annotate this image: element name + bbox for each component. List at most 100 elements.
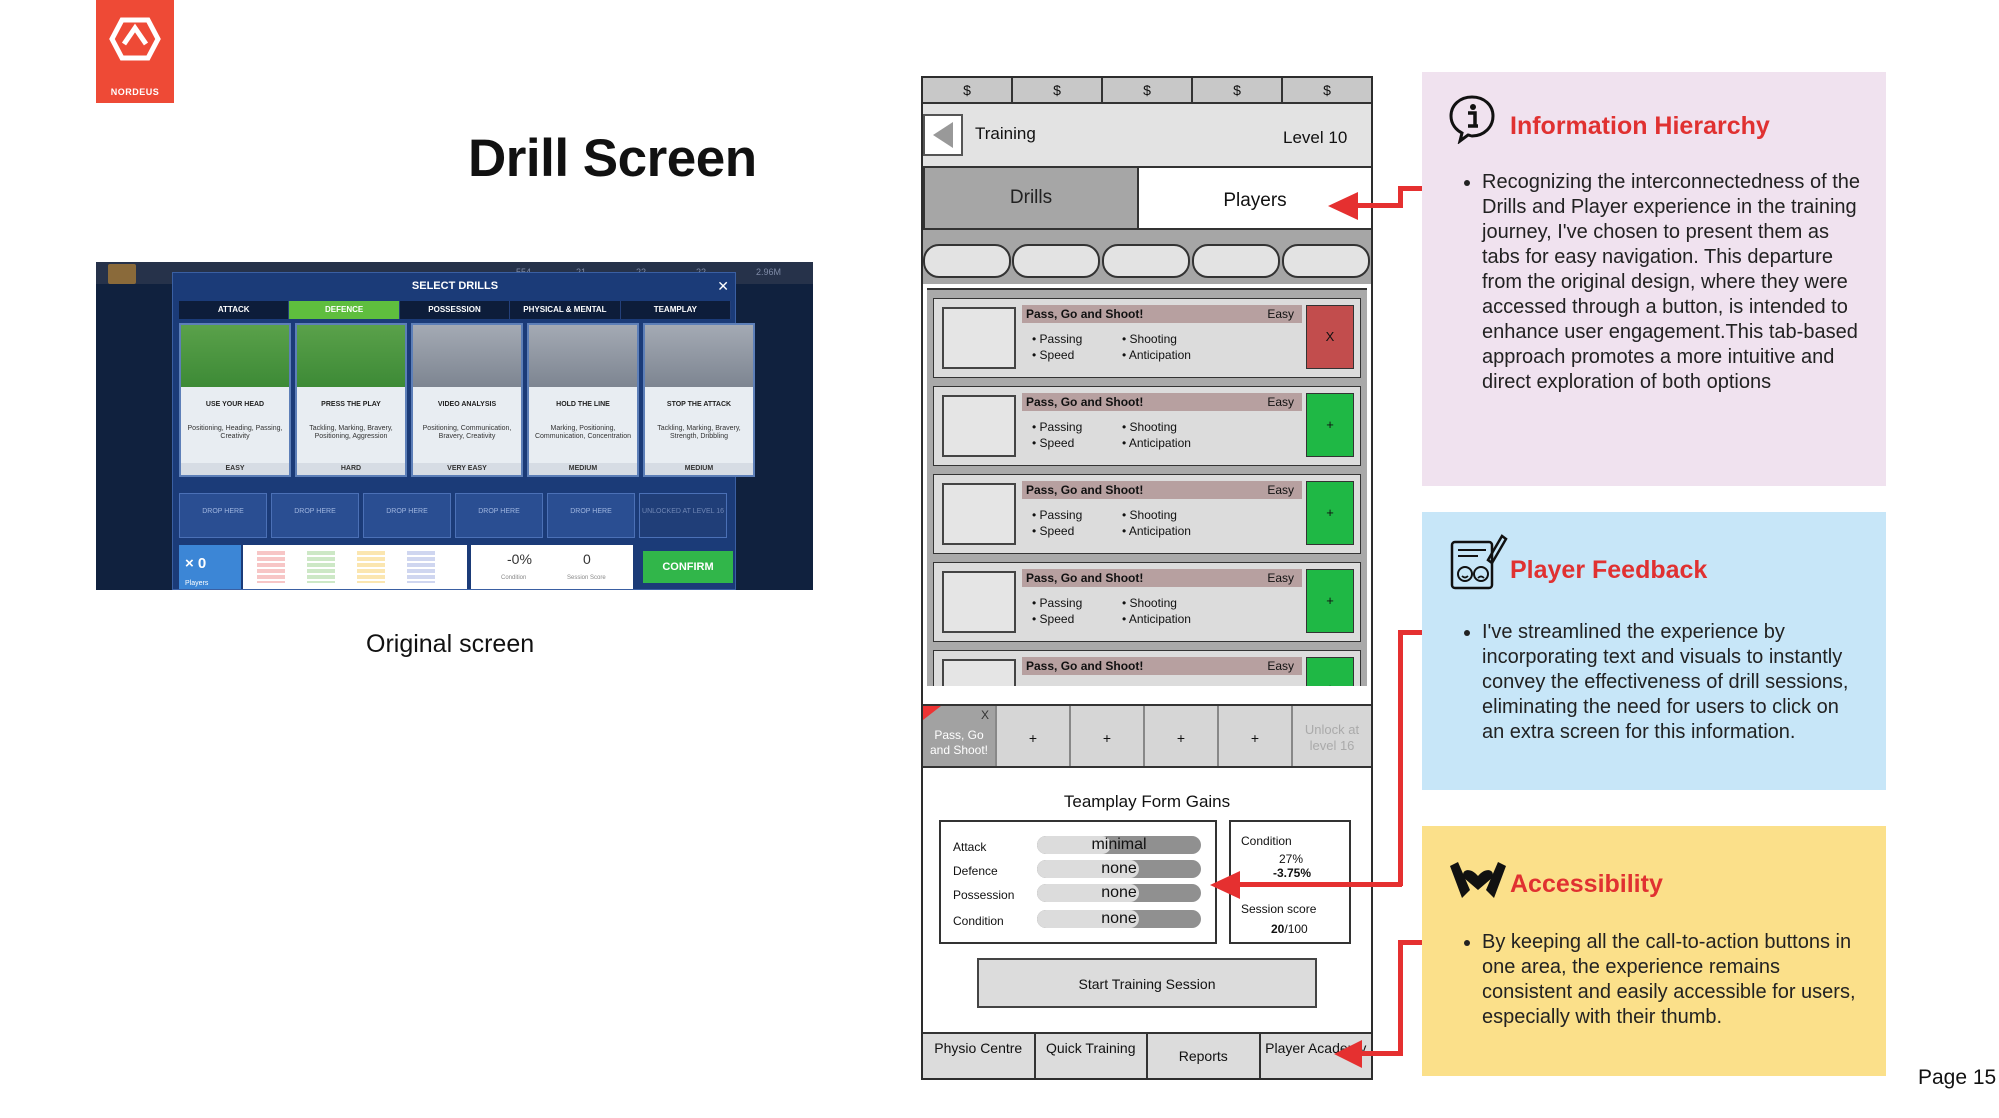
arrow-line bbox=[1398, 630, 1403, 886]
arrow-line bbox=[1398, 186, 1403, 208]
gain-value: none bbox=[1101, 860, 1137, 877]
start-training-button[interactable]: Start Training Session bbox=[977, 958, 1317, 1008]
card-bullets: By keeping all the call-to-action button… bbox=[1464, 930, 1864, 1030]
nordeus-logo: NORDEUS bbox=[96, 0, 174, 103]
empty-slot[interactable]: + bbox=[1145, 706, 1219, 766]
currency-item[interactable]: $ bbox=[1193, 78, 1283, 102]
drill-card[interactable]: HOLD THE LINE Marking, Positioning, Comm… bbox=[527, 323, 639, 477]
remove-slot-icon[interactable]: X bbox=[980, 708, 989, 722]
filter-pill[interactable] bbox=[1282, 244, 1370, 278]
original-screenshot: 554 21 22 22 2.96M SELECT DRILLS ✕ ATTAC… bbox=[96, 262, 813, 590]
tab-teamplay[interactable]: TEAMPLAY bbox=[620, 301, 732, 319]
drill-row[interactable]: Pass, Go and Shoot!Easy • Passing• Speed… bbox=[933, 474, 1361, 554]
nav-quick-training[interactable]: Quick Training bbox=[1036, 1034, 1148, 1078]
close-icon[interactable]: ✕ bbox=[717, 278, 729, 294]
card-player-feedback: Player Feedback I've streamlined the exp… bbox=[1422, 512, 1886, 790]
select-drills-dialog: SELECT DRILLS ✕ ATTACK DEFENCE POSSESSIO… bbox=[172, 272, 755, 590]
session-score-value: 20 bbox=[1271, 922, 1285, 936]
players-button[interactable]: × 0 Players bbox=[179, 545, 241, 589]
tab-attack[interactable]: ATTACK bbox=[179, 301, 290, 319]
selected-drill-slot[interactable]: X Pass, Go and Shoot! bbox=[923, 706, 997, 766]
nav-physio-centre[interactable]: Physio Centre bbox=[923, 1034, 1036, 1078]
currency-item[interactable]: $ bbox=[923, 78, 1013, 102]
drill-card[interactable]: USE YOUR HEAD Positioning, Heading, Pass… bbox=[179, 323, 291, 477]
currency-item[interactable]: $ bbox=[1323, 82, 1331, 98]
filter-pill[interactable] bbox=[1012, 244, 1100, 278]
drill-row[interactable]: Pass, Go and Shoot!Easy • Passing• Speed… bbox=[933, 298, 1361, 378]
confirm-button[interactable]: CONFIRM bbox=[643, 551, 733, 583]
original-caption: Original screen bbox=[366, 630, 535, 658]
locked-slot: UNLOCKED AT LEVEL 16 bbox=[639, 493, 727, 538]
filter-pill[interactable] bbox=[1102, 244, 1190, 278]
page-number: Page 15 bbox=[1918, 1066, 1997, 1089]
arrow-line bbox=[1240, 882, 1402, 887]
add-drill-button[interactable]: + bbox=[1306, 393, 1354, 457]
drop-slot[interactable]: DROP HERE bbox=[547, 493, 635, 538]
training-header: Training Level 10 bbox=[923, 104, 1371, 166]
filter-pills bbox=[923, 228, 1371, 284]
tab-physical-mental[interactable]: PHYSICAL & MENTAL bbox=[510, 301, 621, 319]
drill-tag: Speed bbox=[1039, 348, 1075, 362]
drill-card[interactable]: STOP THE ATTACK Tackling, Marking, Brave… bbox=[643, 323, 755, 477]
session-score-label: Session Score bbox=[567, 575, 606, 581]
back-arrow-icon[interactable] bbox=[923, 114, 963, 156]
drill-difficulty: Easy bbox=[1267, 659, 1294, 673]
currency-item[interactable]: $ bbox=[1103, 78, 1193, 102]
drill-tags: • Shooting• Anticipation bbox=[1122, 420, 1191, 450]
currency-item[interactable]: $ bbox=[1013, 78, 1103, 102]
drill-name: PRESS THE PLAY bbox=[321, 401, 381, 408]
drill-row[interactable]: Pass, Go and Shoot!Easy • Passing• Speed… bbox=[933, 562, 1361, 642]
selected-marker bbox=[923, 706, 941, 720]
drop-slot[interactable]: DROP HERE bbox=[455, 493, 543, 538]
gain-value: minimal bbox=[1091, 836, 1147, 853]
drill-tag: Anticipation bbox=[1128, 524, 1191, 538]
drill-row[interactable]: Pass, Go and Shoot!Easy + bbox=[933, 650, 1361, 686]
drill-attributes: Marking, Positioning, Communication, Con… bbox=[534, 425, 632, 440]
attribute-bar bbox=[307, 551, 335, 583]
arrow-line bbox=[1398, 186, 1442, 191]
condition-delta: -3.75% bbox=[1273, 866, 1312, 880]
arrow-head-icon bbox=[1210, 871, 1240, 899]
nav-reports[interactable]: Reports bbox=[1148, 1034, 1261, 1078]
arrow-line bbox=[1358, 203, 1400, 208]
empty-slot[interactable]: + bbox=[1071, 706, 1145, 766]
tab-possession[interactable]: POSSESSION bbox=[399, 301, 511, 319]
add-drill-button[interactable]: + bbox=[1306, 657, 1354, 686]
drop-slot[interactable]: DROP HERE bbox=[179, 493, 267, 538]
currency-bar: $ $ $ $ $ bbox=[923, 78, 1371, 104]
gain-bar: none bbox=[1037, 860, 1201, 878]
remove-drill-button[interactable]: X bbox=[1306, 305, 1354, 369]
drill-card[interactable]: PRESS THE PLAY Tackling, Marking, Braver… bbox=[295, 323, 407, 477]
drill-row[interactable]: Pass, Go and Shoot!Easy • Passing• Speed… bbox=[933, 386, 1361, 466]
drill-card[interactable]: VIDEO ANALYSIS Positioning, Communicatio… bbox=[411, 323, 523, 477]
drill-tag: Passing bbox=[1039, 508, 1083, 522]
condition-label: Condition bbox=[501, 575, 527, 581]
tab-defence[interactable]: DEFENCE bbox=[289, 301, 400, 319]
arrow-line bbox=[1398, 630, 1442, 635]
original-bottom-bar: × 0 Players -0% 0 Condition Session Scor… bbox=[179, 545, 733, 589]
drill-tag: Speed bbox=[1039, 436, 1075, 450]
drop-slot[interactable]: DROP HERE bbox=[271, 493, 359, 538]
card-text: Recognizing the interconnectedness of th… bbox=[1482, 170, 1864, 395]
drill-level: MEDIUM bbox=[645, 463, 753, 475]
condition-percent: 27% bbox=[1279, 852, 1304, 866]
empty-slot[interactable]: + bbox=[1219, 706, 1293, 766]
condition-summary: -0% 0 Condition Session Score bbox=[471, 545, 633, 589]
add-drill-button[interactable]: + bbox=[1306, 569, 1354, 633]
drill-thumbnail bbox=[942, 307, 1016, 369]
card-text: By keeping all the call-to-action button… bbox=[1482, 930, 1864, 1030]
add-drill-button[interactable]: + bbox=[1306, 481, 1354, 545]
dialog-title: SELECT DRILLS bbox=[411, 280, 499, 292]
gain-value: none bbox=[1101, 910, 1137, 927]
drop-slot[interactable]: DROP HERE bbox=[363, 493, 451, 538]
filter-pill[interactable] bbox=[923, 244, 1011, 278]
filter-pill[interactable] bbox=[1192, 244, 1280, 278]
locked-slot: Unlock at level 16 bbox=[1304, 722, 1360, 753]
empty-slot[interactable]: + bbox=[997, 706, 1071, 766]
drill-name: HOLD THE LINE bbox=[556, 401, 610, 408]
drill-tag: Shooting bbox=[1129, 420, 1177, 434]
drill-level: VERY EASY bbox=[413, 463, 521, 475]
players-count: × 0 bbox=[185, 555, 207, 572]
tab-drills[interactable]: Drills bbox=[923, 166, 1139, 228]
session-score-value: 0 bbox=[583, 551, 591, 567]
